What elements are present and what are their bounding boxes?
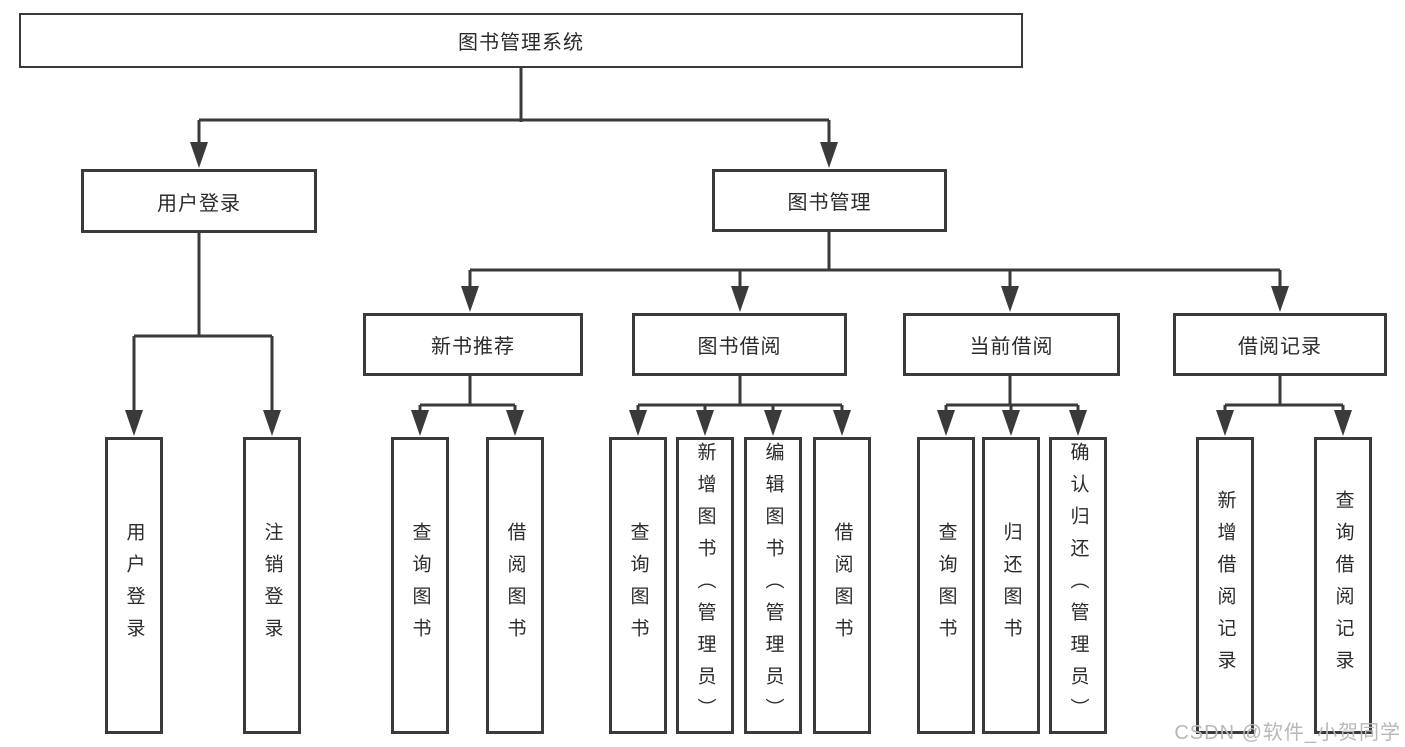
node-book-borrowing: 图书借阅 [632,313,847,376]
node-label: 图书管理系统 [458,32,584,54]
node-label: 当前借阅 [969,336,1054,358]
leaf-borrow-books-recommend: 借阅图书 [486,437,544,734]
arrowhead-icon [1216,410,1234,436]
arrowhead-icon [506,410,524,436]
node-new-book-recommendation: 新书推荐 [363,313,583,376]
arrowhead-icon [1001,286,1019,312]
arrowheads [125,142,1352,436]
arrowhead-icon [937,410,955,436]
leaf-logout: 注销登录 [243,437,301,734]
leaf-label: 借阅图书 [504,521,526,650]
leaf-label: 新增图书（管理员） [694,441,716,730]
arrowhead-icon [1334,410,1352,436]
node-user-login-branch: 用户登录 [81,169,317,233]
arrowhead-icon [1069,410,1087,436]
leaf-label: 用户登录 [123,521,145,650]
node-current-borrowing: 当前借阅 [903,313,1120,376]
leaf-query-books-current: 查询图书 [917,437,975,734]
csdn-watermark: CSDN @软件_小贺同学 [1174,722,1401,744]
arrowhead-icon [764,410,782,436]
leaf-borrow-books: 借阅图书 [813,437,871,734]
leaf-label: 查询借阅记录 [1332,489,1354,682]
arrowhead-icon [1002,410,1020,436]
leaf-label: 查询图书 [627,521,649,650]
leaf-label: 归还图书 [1000,521,1022,650]
arrowhead-icon [411,410,429,436]
leaf-query-books-borrowing: 查询图书 [609,437,667,734]
leaf-query-borrow-record: 查询借阅记录 [1314,437,1372,734]
leaf-confirm-return-admin: 确认归还（管理员） [1049,437,1107,734]
node-library-management-system: 图书管理系统 [19,13,1023,68]
node-label: 图书管理 [787,192,872,214]
leaf-label: 查询图书 [935,521,957,650]
leaf-add-books-admin: 新增图书（管理员） [676,437,734,734]
node-label: 用户登录 [157,192,241,215]
leaf-label: 借阅图书 [831,521,853,650]
leaf-user-login: 用户登录 [105,437,163,734]
connector-path [132,68,1345,414]
node-label: 图书借阅 [697,336,782,358]
leaf-add-borrow-record: 新增借阅记录 [1196,437,1254,734]
leaf-edit-books-admin: 编辑图书（管理员） [744,437,802,734]
leaf-label: 注销登录 [261,521,283,650]
node-label: 新书推荐 [431,336,515,358]
leaf-query-books-recommend: 查询图书 [391,437,449,734]
arrowhead-icon [461,286,479,312]
arrowhead-icon [696,410,714,436]
arrowhead-icon [731,286,749,312]
arrowhead-icon [629,410,647,436]
leaf-return-books: 归还图书 [982,437,1040,734]
leaf-label: 确认归还（管理员） [1067,441,1089,730]
node-book-management-branch: 图书管理 [712,169,947,232]
arrowhead-icon [190,142,208,168]
node-label: 借阅记录 [1238,336,1322,358]
arrowhead-icon [833,410,851,436]
arrowhead-icon [820,142,838,168]
leaf-label: 新增借阅记录 [1214,489,1236,682]
node-borrowing-records: 借阅记录 [1173,313,1387,376]
leaf-label: 查询图书 [409,521,431,650]
arrowhead-icon [1271,286,1289,312]
arrowhead-icon [125,410,143,436]
arrowhead-icon [263,410,281,436]
leaf-label: 编辑图书（管理员） [762,441,784,730]
